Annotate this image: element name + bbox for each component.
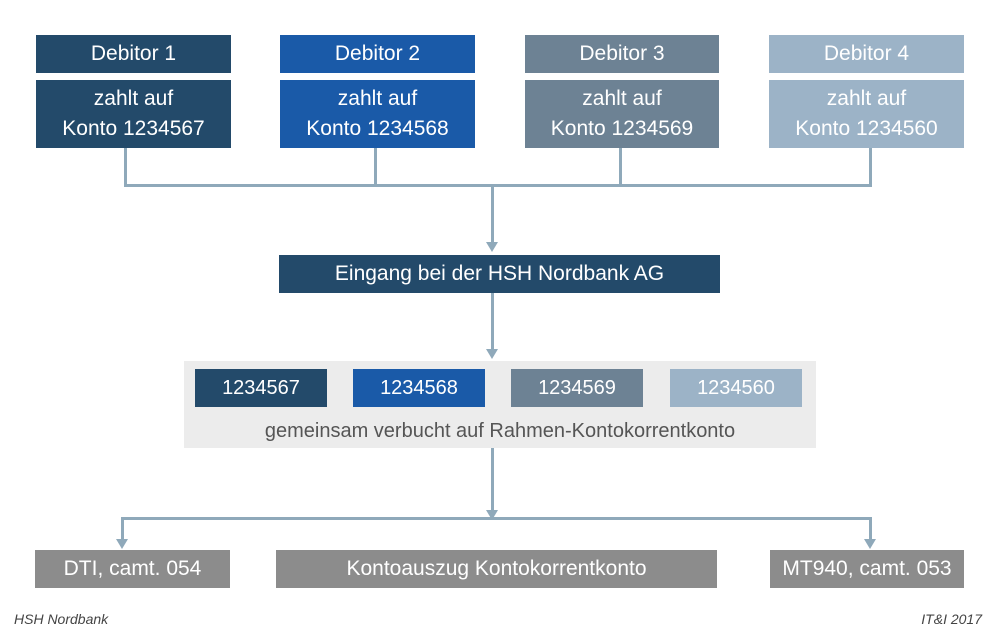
debitor-2-account-label: Konto 1234568 [306,117,449,140]
connector-to-mt940 [869,517,872,539]
debitor-3-pays-label: zahlt auf [582,87,662,110]
account-chip-3: 1234569 [511,369,643,407]
connector-to-dti [121,517,124,539]
connector-to-receipt [491,184,494,242]
debitor-3-title: Debitor 3 [525,35,719,73]
debitor-1-title: Debitor 1 [36,35,231,73]
debitor-1-pays-label: zahlt auf [93,87,174,110]
arrow-from-booking [486,510,498,520]
arrow-to-mt940 [864,539,876,549]
output-kontoauszug: Kontoauszug Kontokorrentkonto [276,550,717,588]
debitor-4-account-label: Konto 1234560 [795,117,938,140]
debitor-3-account-label: Konto 1234569 [550,117,694,140]
output-dti-camt054: DTI, camt. 054 [35,550,230,588]
arrow-to-dti [116,539,128,549]
debitor-2-title: Debitor 2 [280,35,475,73]
debitor-2-pays-label: zahlt auf [337,87,418,110]
footer-left-source: HSH Nordbank [14,611,109,627]
connector-debitor-1 [124,148,127,186]
output-mt940-camt053: MT940, camt. 053 [770,550,964,588]
debitor-4-title: Debitor 4 [769,35,964,73]
connector-debitor-4 [869,148,872,186]
arrow-to-receipt [486,242,498,252]
arrow-to-booking [486,349,498,359]
connector-horizontal-top [124,184,872,187]
account-chip-2: 1234568 [353,369,485,407]
debitor-4-account-box: zahlt auf Konto 1234560 [769,80,964,148]
debitor-4-pays-label: zahlt auf [826,87,907,110]
receipt-box: Eingang bei der HSH Nordbank AG [279,255,720,293]
debitor-2-account-box: zahlt auf Konto 1234568 [280,80,475,148]
debitor-1-account-box: zahlt auf Konto 1234567 [36,80,231,148]
connector-debitor-3 [619,148,622,186]
connector-horizontal-bottom [121,517,872,520]
debitor-3-account-box: zahlt auf Konto 1234569 [525,80,719,148]
account-chip-1: 1234567 [195,369,327,407]
booking-caption: gemeinsam verbucht auf Rahmen-Kontokorre… [264,420,736,442]
connector-debitor-2 [374,148,377,186]
connector-from-booking [491,448,494,516]
debitor-1-account-label: Konto 1234567 [62,117,205,140]
footer-right-credit: IT&I 2017 [921,611,982,627]
connector-to-booking [491,293,494,349]
account-chip-4: 1234560 [670,369,802,407]
